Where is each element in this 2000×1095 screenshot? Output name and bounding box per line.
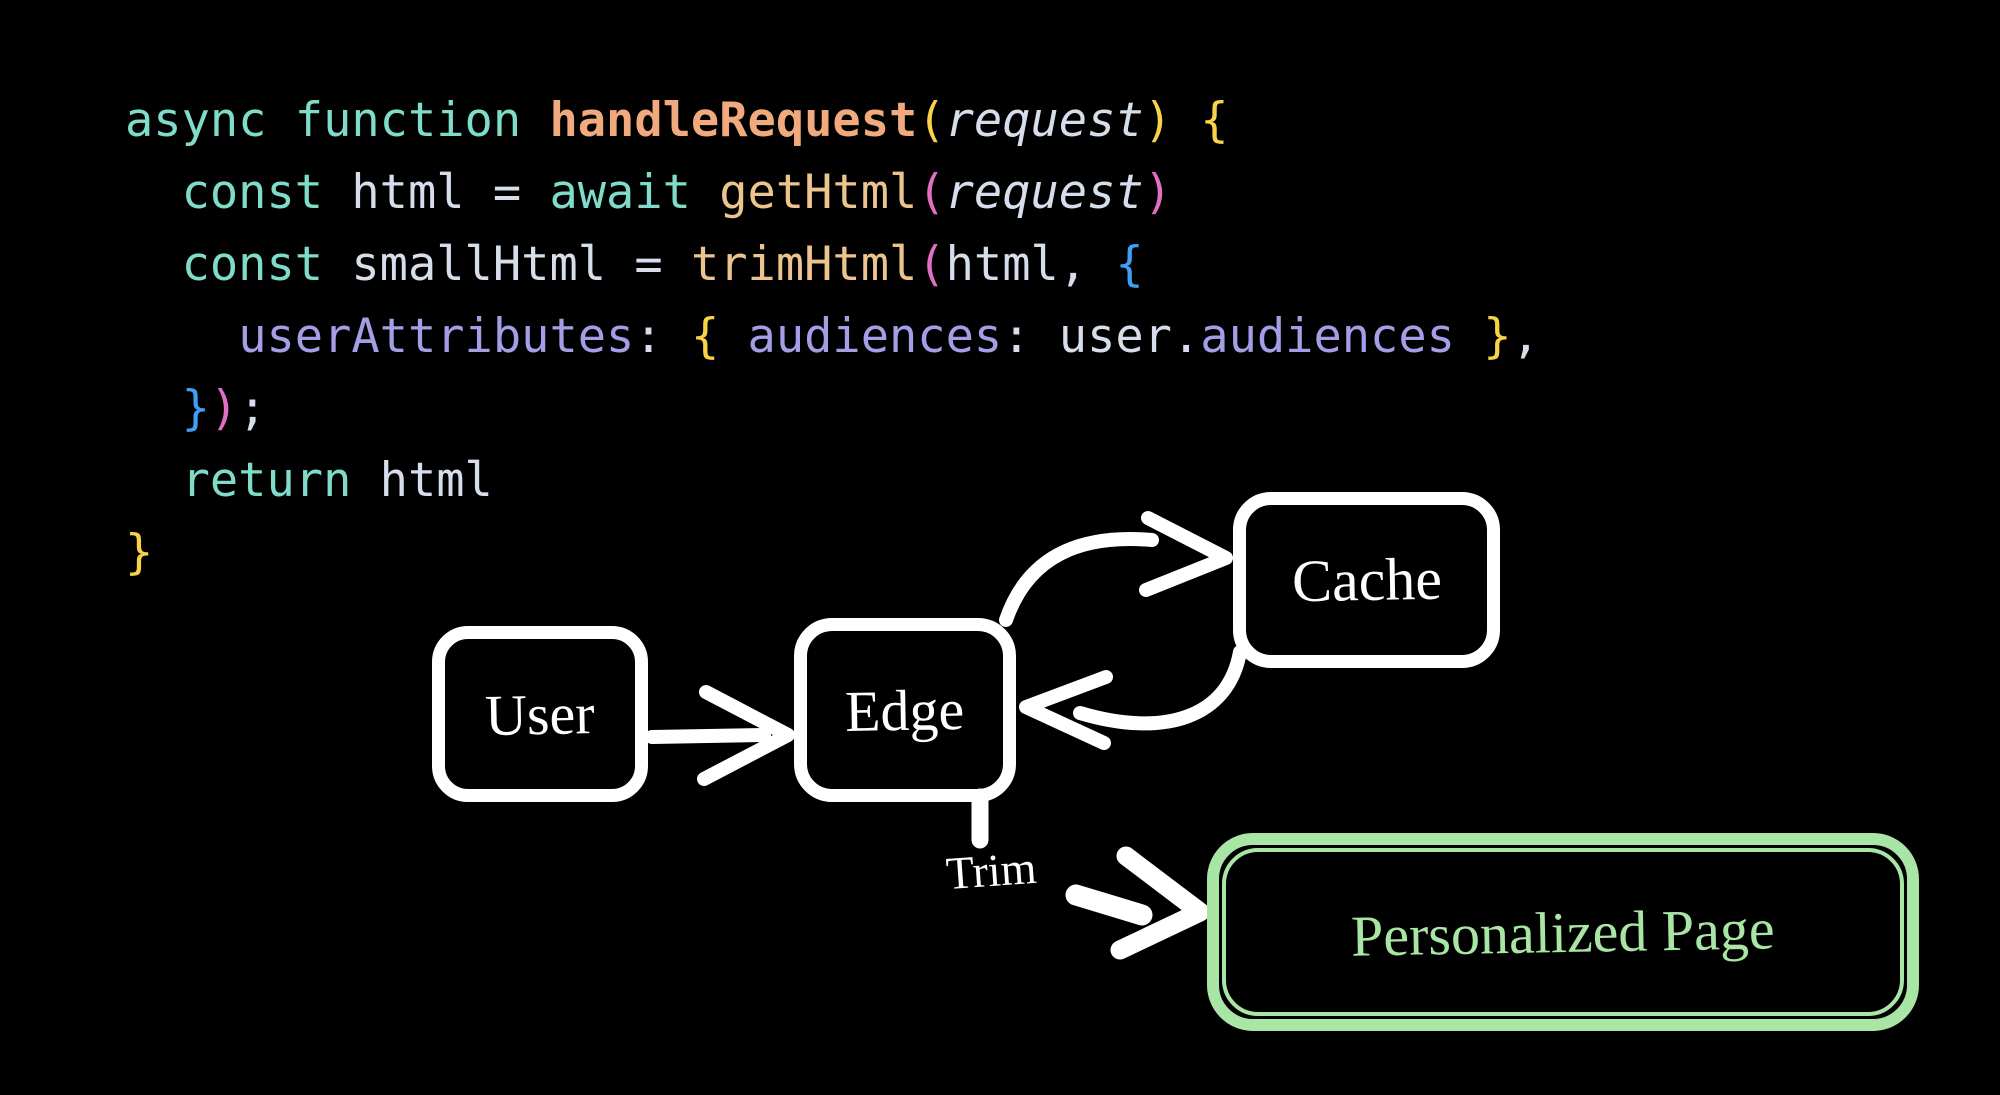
code-token: smallHtml [351, 237, 635, 292]
cache-node: Cache [1233, 492, 1500, 668]
trim-arrow-shaft [1065, 884, 1153, 926]
code-token: ) [1143, 165, 1172, 220]
code-token: ( [917, 165, 946, 220]
code-token: request [945, 93, 1144, 148]
code-token: const [181, 165, 352, 220]
code-line: const html = await getHtml(request) [125, 157, 1540, 229]
code-token: async function [125, 93, 550, 148]
code-line: } [125, 517, 1540, 589]
code-block: async function handleRequest(request) { … [125, 85, 1540, 589]
code-token: } [1483, 309, 1512, 364]
code-token: request [945, 165, 1144, 220]
trim-label: Trim [944, 841, 1039, 900]
code-token: getHtml [719, 165, 918, 220]
user-to-edge-arrowhead [697, 685, 795, 786]
edge-node-label: Edge [844, 676, 966, 744]
code-token: : [634, 309, 691, 364]
code-token: user. [1058, 309, 1201, 364]
code-token: { [1200, 93, 1229, 148]
code-token: , [1511, 309, 1540, 364]
user-node: User [432, 626, 648, 802]
user-node-label: User [484, 680, 596, 748]
code-token: = [492, 165, 550, 220]
edge-node: Edge [794, 618, 1016, 802]
code-line: }); [125, 373, 1540, 445]
code-token: { [690, 309, 720, 364]
code-token: { [1115, 237, 1144, 292]
personalized-page-node-label: Personalized Page [1350, 895, 1776, 969]
code-token: html [379, 453, 493, 508]
code-token: ( [917, 93, 946, 148]
code-token: userAttributes [238, 309, 635, 364]
edge-to-cache-arrow-curve [999, 532, 1159, 627]
code-token: : [1002, 309, 1059, 364]
code-line: const smallHtml = trimHtml(html, { [125, 229, 1540, 301]
cache-node-label: Cache [1290, 545, 1443, 614]
code-token: handleRequest [549, 93, 918, 148]
code-token: ; [238, 381, 267, 436]
code-token: await [549, 165, 720, 220]
code-token: audiences [1200, 309, 1455, 364]
code-token: const [181, 237, 352, 292]
user-to-edge-arrow-shaft [645, 728, 771, 744]
code-token: ) [209, 381, 239, 436]
code-token: html, [945, 237, 1116, 292]
code-token: return [181, 453, 380, 508]
code-line: return html [125, 445, 1540, 517]
code-token: ( [917, 237, 946, 292]
code-token: trimHtml [690, 237, 918, 292]
code-line: userAttributes: { audiences: user.audien… [125, 301, 1540, 373]
code-token: ) [1143, 93, 1172, 148]
code-token: audiences [747, 309, 1003, 364]
code-token: = [634, 237, 691, 292]
code-token: } [125, 525, 154, 580]
cache-to-edge-arrow-curve [1073, 645, 1247, 731]
trim-arrowhead [1110, 846, 1210, 960]
code-token: } [181, 381, 210, 436]
edge-to-cache-arrowhead [1139, 511, 1233, 597]
personalized-page-node: Personalized Page [1207, 833, 1919, 1031]
code-line: async function handleRequest(request) { [125, 85, 1540, 157]
code-token: html [351, 165, 493, 220]
cache-to-edge-arrowhead [1019, 670, 1113, 750]
